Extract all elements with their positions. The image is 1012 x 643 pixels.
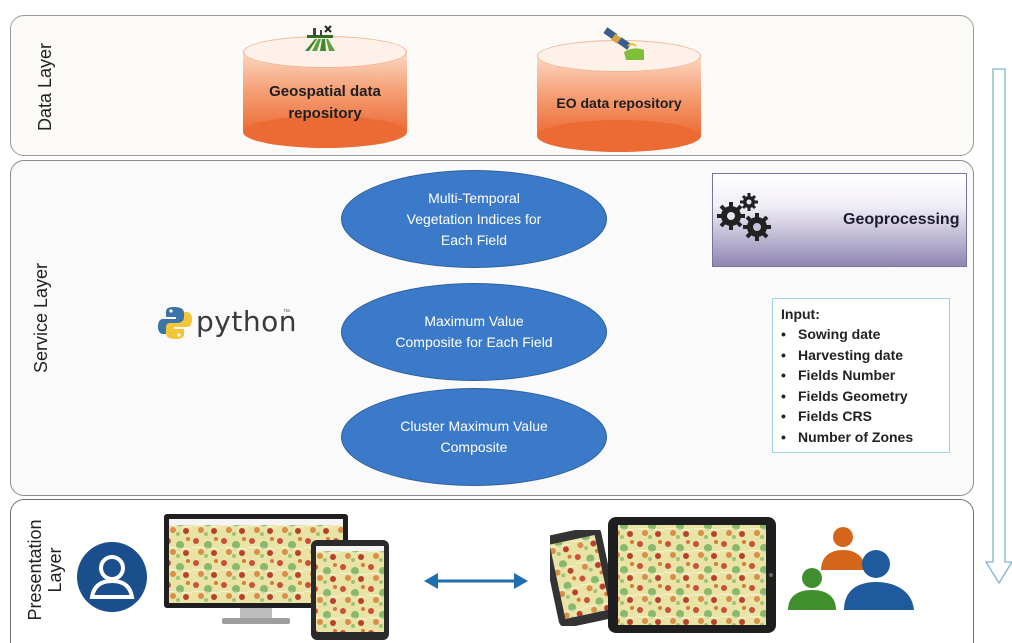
input-item: Number of Zones (781, 427, 949, 448)
geospatial-repository-label: Geospatial data repository (269, 83, 381, 122)
process-max-value-composite-label: Maximum Value Composite for Each Field (395, 313, 553, 350)
gears-icon (717, 193, 771, 241)
input-title: Input: (781, 306, 820, 322)
process-max-value-composite: Maximum Value Composite for Each Field (341, 283, 607, 381)
user-icon (77, 542, 147, 612)
large-tablet-icon (608, 517, 776, 633)
smartphone-icon (550, 530, 612, 626)
input-item: Fields CRS (781, 406, 949, 427)
process-vegetation-indices: Multi-Temporal Vegetation Indices for Ea… (341, 170, 607, 268)
python-trademark: ™ (283, 309, 290, 316)
python-logo-icon (158, 307, 192, 339)
input-item: Fields Number (781, 365, 949, 386)
presentation-layer-label: Presentation Layer (25, 519, 65, 621)
input-parameters-box: Input: Sowing date Harvesting date Field… (772, 298, 950, 453)
eo-repository: EO data repository (537, 40, 701, 152)
input-item: Sowing date (781, 324, 949, 345)
process-vegetation-indices-label: Multi-Temporal Vegetation Indices for Ea… (406, 189, 542, 248)
process-cluster-composite-label: Cluster Maximum Value Composite (400, 418, 548, 455)
input-item: Fields Geometry (781, 386, 949, 407)
geoprocessing-label: Geoprocessing (843, 211, 960, 228)
geospatial-repository: Geospatial data repository (243, 36, 407, 148)
satellite-icon (603, 27, 644, 60)
tablet-icon (311, 540, 389, 640)
geoprocessing-box: Geoprocessing (712, 173, 967, 267)
process-cluster-composite: Cluster Maximum Value Composite (341, 388, 607, 486)
farm-field-icon (305, 25, 335, 51)
flow-down-arrow (984, 68, 1012, 585)
eo-repository-label: EO data repository (556, 95, 682, 111)
input-item: Harvesting date (781, 345, 949, 366)
data-layer-panel: Data Layer (10, 15, 974, 156)
python-logo-text: python (196, 305, 297, 338)
service-layer-label: Service Layer (31, 262, 51, 374)
double-arrow-icon (424, 573, 528, 589)
user-group-icon (788, 527, 914, 610)
data-layer-label: Data Layer (35, 42, 55, 132)
